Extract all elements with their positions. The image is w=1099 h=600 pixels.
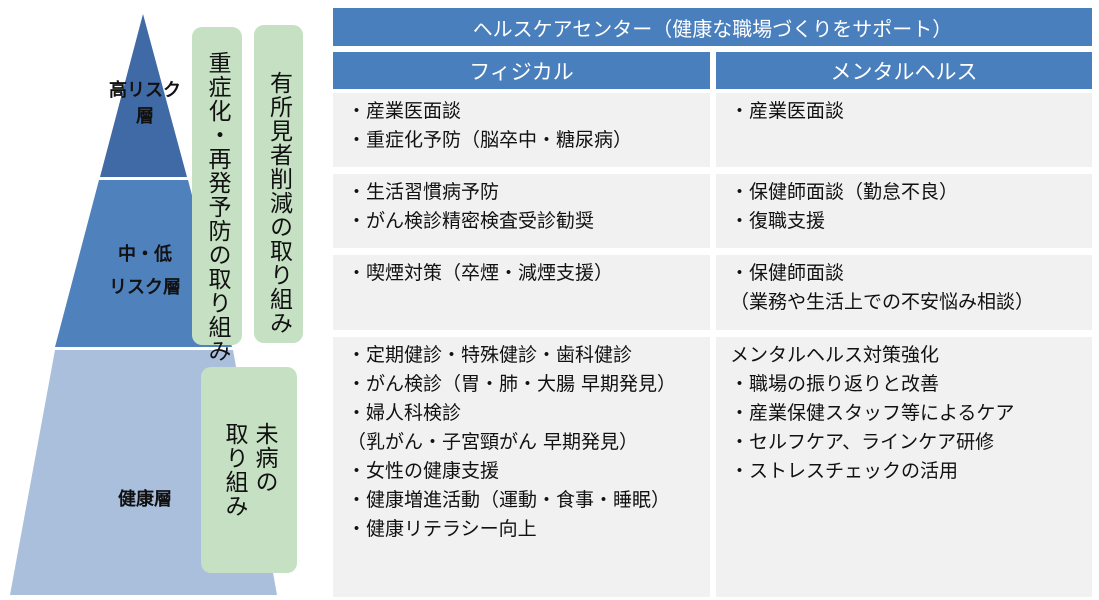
- cell-line: ・復職支援: [730, 210, 826, 232]
- tier-label-line: リスク層: [109, 277, 181, 298]
- cell-line: ・保健師面談（勤怠不良）: [730, 181, 959, 203]
- cell-line: ・定期健診・特殊健診・歯科健診: [347, 344, 633, 366]
- cell-line: ・生活習慣病予防: [347, 181, 500, 203]
- initiative-finding-reduction: 有所見者削減の取り組み: [254, 25, 303, 343]
- cell-line: ・健康リテラシー向上: [347, 518, 537, 540]
- column-header-mental: メンタルヘルス: [716, 52, 1092, 89]
- tier-label-healthy: 健康層: [90, 487, 200, 513]
- table-cell-mental: ・保健師面談 （業務や生活上での不安悩み相談）: [716, 255, 1092, 330]
- cell-line: ・ストレスチェックの活用: [730, 460, 959, 482]
- cell-line: ・健康増進活動（運動・食事・睡眠）: [347, 489, 671, 511]
- tier-label-mid: 中・低 リスク層: [90, 238, 200, 304]
- table-cell-mental: ・保健師面談（勤怠不良） ・復職支援: [716, 174, 1092, 248]
- table-cell-mental: メンタルヘルス対策強化・職場の振り返りと改善・産業保健スタッフ等によるケア・セル…: [716, 337, 1092, 597]
- initiative-text: 有所見者削減の取り組み: [265, 71, 292, 335]
- cell-line: ・職場の振り返りと改善: [730, 373, 940, 395]
- cell-line: ・婦人科検診: [347, 402, 462, 424]
- cell-line: ・喫煙対策（卒煙・減煙支援）: [347, 262, 614, 284]
- cell-line: ・重症化予防（脳卒中・糖尿病）: [347, 129, 633, 151]
- cell-line: （業務や生活上での不安悩み相談）: [730, 291, 1035, 313]
- cell-line: （乳がん・子宮頸がん 早期発見）: [347, 431, 639, 453]
- initiative-pre-disease: 未病の 取り組み: [201, 367, 297, 573]
- cell-line: ・産業保健スタッフ等によるケア: [730, 402, 1015, 424]
- cell-line: ・女性の健康支援: [347, 460, 500, 482]
- tier-label-line: 中・低: [118, 244, 172, 265]
- table-cell-physical: ・喫煙対策（卒煙・減煙支援）: [333, 255, 710, 330]
- cell-line: ・産業医面談: [347, 100, 462, 122]
- column-header-physical: フィジカル: [333, 52, 710, 89]
- cell-line: ・産業医面談: [730, 100, 845, 122]
- initiative-text: 未病の 取り組み: [221, 422, 277, 518]
- tier-label-line: 健康層: [118, 489, 172, 510]
- table-cell-physical: ・産業医面談・重症化予防（脳卒中・糖尿病）: [333, 93, 710, 167]
- cell-line: メンタルヘルス対策強化: [730, 344, 940, 366]
- table-title: ヘルスケアセンター（健康な職場づくりをサポート）: [333, 8, 1092, 46]
- initiative-severe-prevention: 重症化・再発予防の取り組み: [192, 27, 242, 363]
- pyramid-tier-mid: [55, 180, 232, 347]
- tier-label-line: 層: [136, 106, 154, 127]
- tier-label-high: 高リスク 層: [90, 78, 200, 130]
- cell-line: ・がん検診（胃・肺・大腸 早期発見）: [347, 373, 677, 395]
- table-cell-physical: ・定期健診・特殊健診・歯科健診・がん検診（胃・肺・大腸 早期発見） ・婦人科検診 （…: [333, 337, 710, 597]
- initiative-text: 重症化・再発予防の取り組み: [204, 51, 230, 363]
- cell-line: ・保健師面談: [730, 262, 845, 284]
- table-cell-mental: ・産業医面談: [716, 93, 1092, 167]
- cell-line: ・がん検診精密検査受診勧奨: [347, 210, 595, 232]
- table-cell-physical: ・生活習慣病予防・がん検診精密検査受診勧奨: [333, 174, 710, 248]
- tier-label-line: 高リスク: [109, 80, 181, 101]
- pyramid-tier-high: [100, 14, 187, 177]
- cell-line: ・セルフケア、ラインケア研修: [730, 431, 995, 453]
